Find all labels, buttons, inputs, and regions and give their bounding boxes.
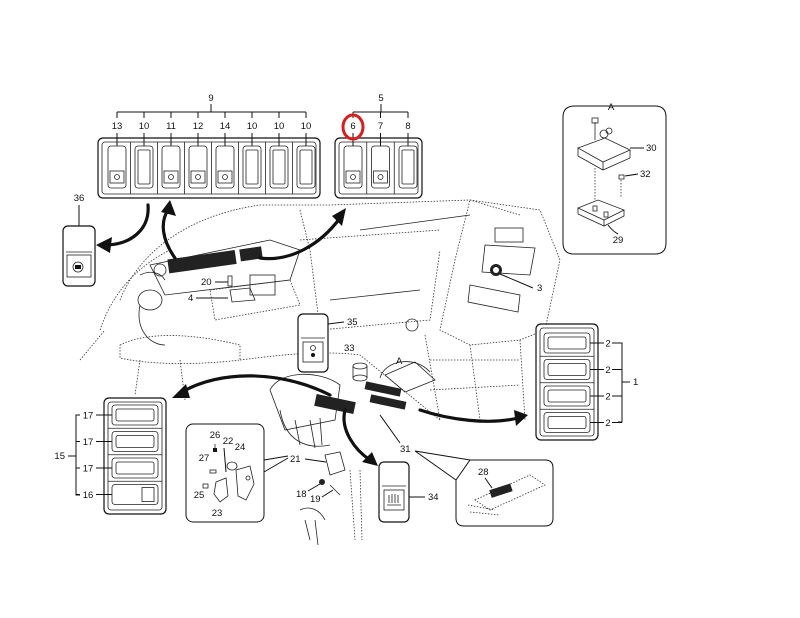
label-26: 26 — [210, 430, 221, 441]
switch-label: 17 — [83, 411, 94, 422]
label-30: 30 — [646, 143, 657, 154]
blank-switch-face — [115, 461, 155, 475]
switch-36: 36 — [62, 193, 96, 287]
label-34: 34 — [428, 492, 439, 503]
blank-switch-face — [115, 435, 155, 448]
cut-icon — [217, 170, 233, 184]
blank-switch-face — [547, 336, 587, 350]
detail-a-title: A — [608, 102, 615, 113]
switch-label: 12 — [193, 121, 204, 132]
work-light-icon-glyph — [195, 174, 201, 180]
switch-label: 13 — [112, 121, 123, 132]
switch-34: 34 — [378, 461, 439, 523]
label-22: 22 — [223, 436, 234, 447]
callout-3: 3 — [537, 283, 542, 294]
light-icon — [141, 487, 155, 502]
blank-switch-face — [299, 149, 313, 185]
blank-switch-face — [137, 149, 151, 185]
group-label-9: 9 — [208, 93, 213, 104]
detail-a-box: A 30 32 29 — [562, 102, 667, 255]
wiper-icon — [345, 170, 361, 184]
fan-icon-glyph — [168, 174, 174, 180]
label-28: 28 — [478, 467, 489, 478]
switch-label: 2 — [605, 339, 610, 350]
cab-console-illustration — [79, 199, 561, 546]
blank-switch-face — [245, 149, 259, 185]
group-label-15: 15 — [54, 451, 65, 462]
rear-defrost-icon — [373, 170, 388, 184]
switch-label: 17 — [83, 437, 94, 448]
group-label-5: 5 — [378, 93, 383, 104]
center-switch-pad — [314, 381, 407, 415]
callout-31: 31 — [400, 444, 411, 455]
switch-label: 10 — [274, 121, 285, 132]
switch-panel-9: 13 10 11 12 14 10 10 10 9 — [97, 93, 321, 199]
callout-18: 18 — [296, 489, 307, 500]
switch-label: 2 — [605, 418, 610, 429]
switch-label: 2 — [605, 365, 610, 376]
inset-bracket-21: 26 22 24 27 25 23 — [185, 423, 289, 523]
vent-grille-left — [167, 246, 263, 274]
switch-35: 35 — [297, 313, 358, 373]
label-32: 32 — [640, 169, 651, 180]
switch-label: 7 — [378, 121, 383, 132]
switch-label: 16 — [83, 490, 94, 501]
beacon-icon — [109, 170, 125, 184]
cigarette-lighter — [490, 264, 502, 276]
callout-A: A — [396, 356, 403, 367]
group-label-1: 1 — [633, 377, 638, 388]
label-29: 29 — [613, 235, 624, 246]
blank-switch-face — [547, 389, 587, 403]
switch-panel-1: 2 2 2 2 1 — [535, 323, 638, 441]
switch-label: 8 — [405, 121, 410, 132]
blank-switch-face — [547, 363, 587, 376]
callouts: 20 4 3 33 A 31 21 18 19 — [188, 273, 542, 505]
switch-label: 2 — [605, 392, 610, 403]
label-35: 35 — [347, 317, 358, 328]
label-24: 24 — [235, 442, 246, 453]
switch-label: 6 — [350, 121, 355, 132]
blank-switch-face — [272, 149, 286, 185]
cut-icon-glyph — [222, 174, 228, 180]
blank-switch-face — [401, 149, 415, 185]
work-light-icon — [190, 170, 206, 184]
inset-28: 28 — [414, 450, 554, 527]
callout-20: 20 — [201, 277, 212, 288]
blank-switch-face — [547, 416, 587, 429]
blank-switch-face — [115, 408, 155, 422]
switch-label: 10 — [139, 121, 150, 132]
label-25: 25 — [194, 490, 205, 501]
callout-19: 19 — [310, 494, 321, 505]
switch-label: 11 — [166, 121, 176, 132]
callout-4: 4 — [188, 293, 193, 304]
beacon-icon-glyph — [114, 174, 120, 180]
label-23: 23 — [212, 508, 223, 519]
label-27: 27 — [199, 453, 210, 464]
switch-label: 10 — [301, 121, 312, 132]
wiper-icon-glyph — [350, 174, 356, 180]
rear-defrost-icon-glyph — [377, 174, 384, 180]
switch-label: 10 — [247, 121, 258, 132]
pointer-arrows — [96, 200, 528, 466]
callout-21: 21 — [290, 454, 301, 465]
switch-panel-5: 6 7 8 5 — [334, 93, 423, 199]
switch-label: 17 — [83, 464, 94, 475]
label-36: 36 — [74, 193, 85, 204]
fan-icon — [163, 170, 179, 184]
callout-33: 33 — [344, 343, 355, 354]
cup-holder — [352, 362, 368, 382]
switch-panel-15: 17 17 17 16 15 — [54, 397, 167, 515]
switch-label: 14 — [220, 121, 231, 132]
highlight-circle — [341, 113, 365, 141]
